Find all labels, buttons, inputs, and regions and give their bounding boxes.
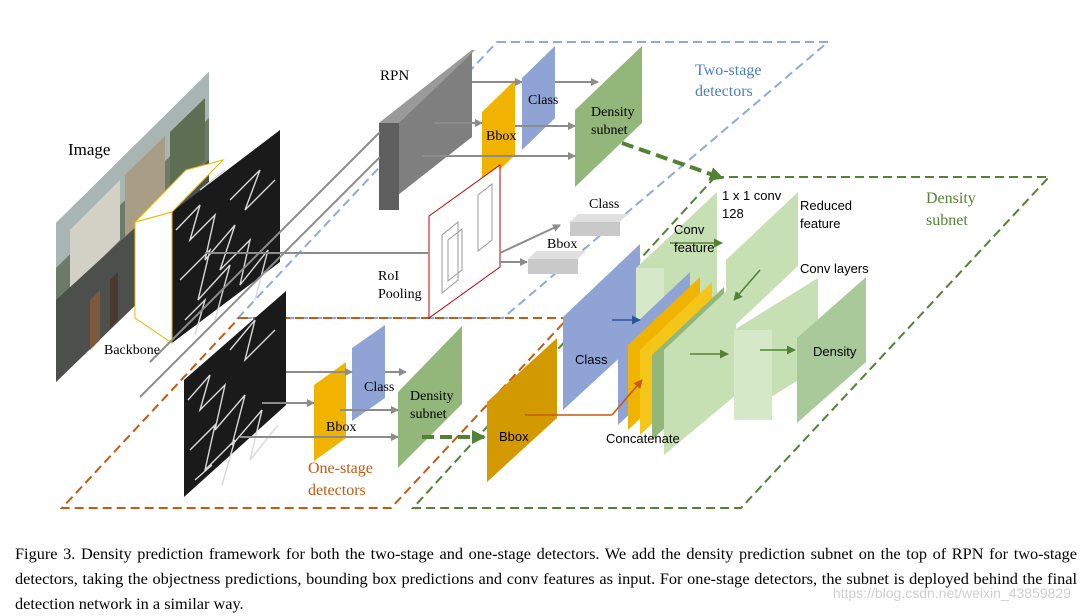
backbone-feature-map — [133, 130, 280, 344]
reduced-feature-block — [726, 192, 798, 334]
bbox-block-top — [482, 80, 515, 187]
label-rpn: RPN — [380, 68, 409, 84]
label-density-subnet: Density — [926, 190, 976, 207]
density-block-low — [398, 326, 462, 468]
label-backbone: Backbone — [104, 343, 160, 358]
label-subnet-low: subnet — [410, 407, 447, 422]
label-subnet-top: subnet — [591, 123, 628, 138]
rpn-block — [379, 50, 475, 210]
class-block-gray — [570, 214, 628, 236]
two-stage-region — [235, 41, 831, 319]
class-block-top — [522, 46, 555, 150]
class-block-low — [352, 325, 385, 421]
conv-layers-block — [734, 278, 818, 420]
watermark: https://blog.csdn.net/weixin_43859829 — [832, 585, 1071, 601]
label-bbox-gray: Bbox — [547, 237, 577, 252]
density-output-block — [797, 277, 866, 423]
label-128: 128 — [722, 206, 744, 221]
label-density-top: Density — [591, 105, 635, 120]
figure-caption: Figure 3. Density prediction framework f… — [15, 544, 1077, 613]
label-conv-feature-2: feature — [674, 240, 714, 255]
label-conv-layers: Conv layers — [800, 261, 869, 276]
bbox-block-gray — [528, 251, 586, 274]
label-concatenate: Concatenate — [606, 431, 680, 446]
label-big-bbox: Bbox — [499, 429, 529, 444]
label-class-top: Class — [528, 93, 558, 108]
big-bbox-block — [487, 338, 557, 482]
bbox-block-low — [314, 362, 346, 461]
one-stage-feature-map — [184, 291, 286, 497]
concat-stack — [618, 272, 736, 455]
label-reduced: Reduced — [800, 198, 852, 213]
label-one-stage: One-stage — [308, 460, 373, 477]
density-block-top — [575, 46, 642, 187]
label-class-low: Class — [364, 380, 394, 395]
label-roi: RoI — [378, 269, 399, 284]
label-1x1-conv: 1 x 1 conv — [722, 188, 782, 203]
arrow-concat-up — [611, 379, 643, 416]
big-class-block — [563, 244, 640, 410]
label-one-stage-2: detectors — [308, 482, 366, 499]
input-image — [56, 72, 209, 382]
label-pooling: Pooling — [378, 287, 422, 302]
label-two-stage: Two-stage — [695, 62, 761, 79]
arrow-reduced — [733, 269, 761, 301]
roi-pooling — [428, 164, 501, 319]
label-reduced-2: feature — [800, 216, 840, 231]
label-image: Image — [68, 140, 110, 159]
label-class-gray: Class — [589, 197, 619, 212]
arrow-to-density-subnet — [621, 141, 724, 181]
one-stage-region — [59, 317, 571, 509]
flow-arrows — [139, 78, 599, 441]
framework-diagram: Image Backbone RPN Class Bbox Density su… — [56, 41, 1052, 509]
label-bbox-low: Bbox — [326, 420, 356, 435]
label-density-out: Density — [813, 344, 857, 359]
label-conv-feature: Conv — [674, 222, 705, 237]
label-two-stage-2: detectors — [695, 83, 753, 100]
label-big-class: Class — [575, 352, 608, 367]
label-density-low: Density — [410, 389, 454, 404]
label-bbox-top: Bbox — [486, 129, 516, 144]
label-density-subnet-2: subnet — [926, 212, 968, 229]
